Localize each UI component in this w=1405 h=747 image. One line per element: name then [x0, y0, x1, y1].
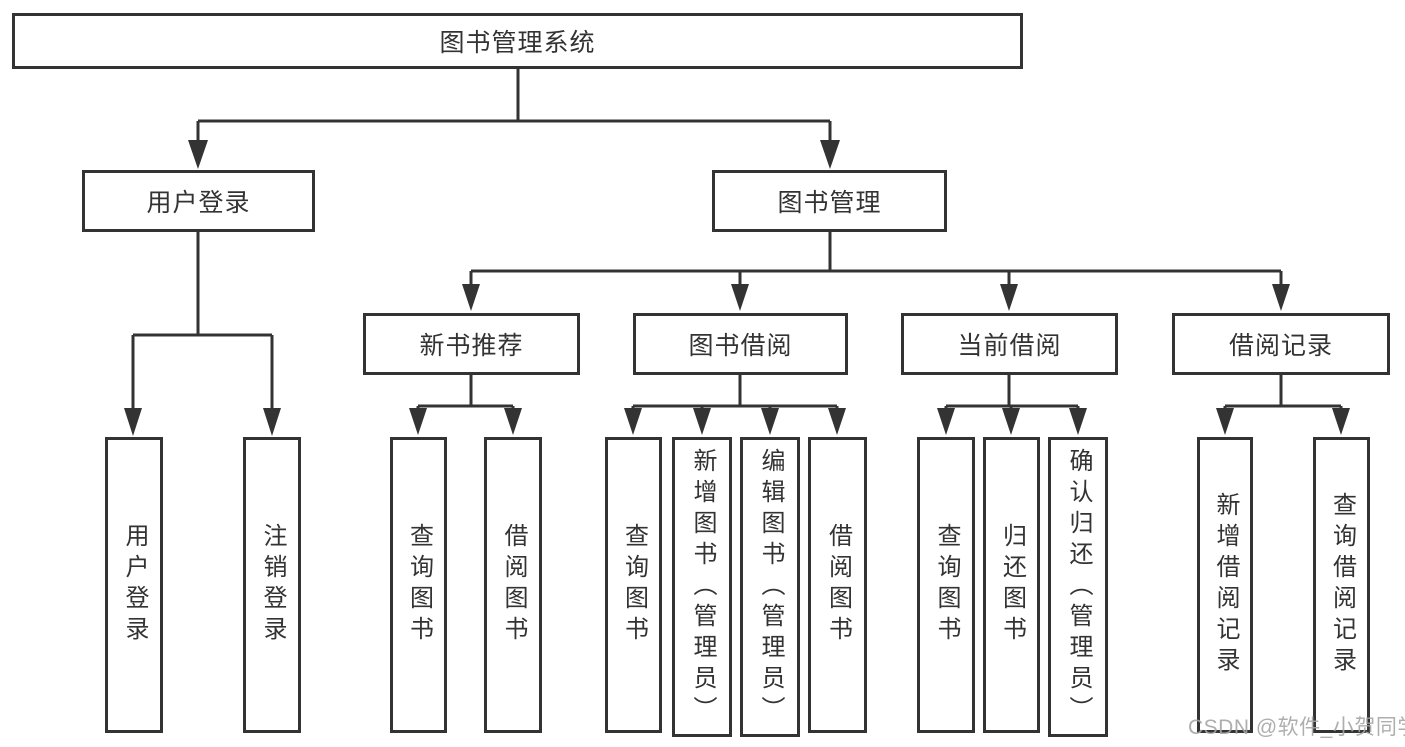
node-label: 图书管理	[777, 189, 882, 217]
node-label: 用户登录	[146, 189, 251, 217]
leaf-borrow-books-2: 借阅图书	[808, 437, 867, 733]
leaf-borrow-books-1: 借阅图书	[484, 437, 542, 733]
leaf-label: 查询图书	[620, 523, 648, 647]
leaf-label: 归还图书	[998, 523, 1026, 647]
leaf-add-borrow-record: 新增借阅记录	[1197, 437, 1253, 733]
leaf-label: 确认归还（管理员）	[1065, 447, 1092, 727]
node-book-borrowing: 图书借阅	[633, 313, 848, 375]
node-label: 新书推荐	[419, 332, 524, 360]
leaf-edit-books-admin: 编辑图书（管理员）	[740, 437, 800, 737]
watermark: CSDN @软件_小贺同学	[1188, 716, 1405, 739]
leaf-label: 新增图书（管理员）	[689, 447, 716, 727]
leaf-query-books-3: 查询图书	[917, 437, 975, 733]
leaf-confirm-return-admin: 确认归还（管理员）	[1048, 437, 1108, 737]
node-book-management: 图书管理	[712, 170, 947, 232]
leaf-label: 新增借阅记录	[1212, 492, 1239, 678]
leaf-add-books-admin: 新增图书（管理员）	[672, 437, 732, 737]
leaf-label: 借阅图书	[500, 523, 527, 647]
leaf-user-login: 用户登录	[105, 437, 163, 733]
node-label: 图书管理系统	[439, 29, 596, 57]
leaf-label: 查询图书	[405, 523, 433, 647]
leaf-query-books-1: 查询图书	[390, 437, 447, 733]
leaf-query-books-2: 查询图书	[605, 437, 662, 733]
leaf-label: 查询图书	[933, 523, 960, 647]
node-borrowing-records: 借阅记录	[1172, 313, 1390, 375]
leaf-label: 用户登录	[121, 523, 148, 647]
leaf-query-borrow-record: 查询借阅记录	[1313, 437, 1370, 733]
node-label: 图书借阅	[688, 332, 793, 360]
leaf-label: 编辑图书（管理员）	[757, 447, 784, 727]
node-root-system: 图书管理系统	[12, 13, 1023, 69]
leaf-return-books: 归还图书	[983, 437, 1040, 733]
leaf-label: 注销登录	[259, 523, 286, 647]
leaf-logout: 注销登录	[243, 437, 301, 733]
node-current-borrowing: 当前借阅	[901, 313, 1118, 375]
node-label: 当前借阅	[957, 332, 1062, 360]
node-new-book-recommend: 新书推荐	[363, 313, 580, 375]
leaf-label: 借阅图书	[824, 523, 852, 647]
node-user-login-module: 用户登录	[82, 170, 315, 232]
leaf-label: 查询借阅记录	[1328, 492, 1356, 678]
node-label: 借阅记录	[1228, 332, 1333, 360]
